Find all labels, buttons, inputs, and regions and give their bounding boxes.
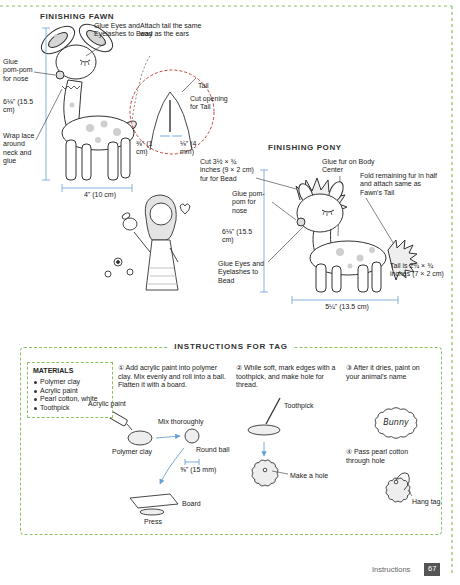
page-frame xyxy=(0,6,452,575)
part-label: Polymer clay xyxy=(112,448,152,456)
tag-steps-illustration xyxy=(104,398,412,515)
instruction-note: Glue Eyes and Eyelashes to Bead xyxy=(218,260,272,285)
tag-name: Bunny xyxy=(383,418,408,428)
dimension-label: 6⅛" (15.5 cm) xyxy=(222,228,262,245)
materials-item: Polymer clay xyxy=(33,378,107,387)
materials-item: Toothpick xyxy=(33,404,107,413)
hang-tag xyxy=(386,478,410,502)
page-section: Instructions xyxy=(372,566,410,575)
tag-outline xyxy=(373,406,419,440)
step-text: ④ Pass pearl cotton through hole xyxy=(346,448,430,465)
dimension-label: 6⅛" (15.5 cm) xyxy=(3,98,43,115)
part-label: Mix thoroughly xyxy=(158,418,204,426)
step-text: ③ After it dries, paint on your animal's… xyxy=(346,364,432,381)
instruction-note: Glue fur on Body Center xyxy=(322,158,376,175)
name-tag: Bunny xyxy=(373,406,419,440)
tag-scallop xyxy=(375,408,417,439)
materials-item: Acrylic paint xyxy=(33,387,107,396)
instruction-note: Fold remaining fur in half and attach sa… xyxy=(360,172,442,197)
part-label: Toothpick xyxy=(284,402,314,410)
part-label: Make a hole xyxy=(290,472,328,480)
dimension-label: ⅝" (15 mm) xyxy=(180,466,216,474)
instruction-note: Glue Eyes and Eyelashes to Bead xyxy=(94,22,156,39)
step-text: ① Add acrylic paint into polymer clay. M… xyxy=(118,364,230,390)
part-label: Board xyxy=(182,500,201,508)
pony-figure xyxy=(296,178,417,292)
dimension-lines xyxy=(42,28,398,304)
instruction-note: Wrap lace around neck and glue xyxy=(3,132,37,165)
clay-tag xyxy=(252,460,278,486)
girl-illustration xyxy=(105,195,190,290)
section-heading: FINISHING PONY xyxy=(268,143,342,152)
fawn-figure xyxy=(37,19,138,180)
part-label: Acrylic paint xyxy=(88,400,126,408)
dimension-label: ⅜" (1 cm) xyxy=(136,140,166,157)
instruction-note: Glue pom-pom for nose xyxy=(232,190,272,215)
part-label: Press xyxy=(144,518,162,526)
panel-heading: INSTRUCTIONS FOR TAG xyxy=(168,342,294,352)
instruction-note: Cut opening for Tail xyxy=(190,95,234,112)
dimension-label: 4" (10 cm) xyxy=(80,191,120,199)
part-label: Hang tag xyxy=(412,498,440,506)
part-label: Tail xyxy=(198,82,209,90)
materials-box: MATERIALS Polymer clayAcrylic paintPearl … xyxy=(27,362,113,418)
leader-lines xyxy=(34,44,405,262)
instruction-note: Glue pom-pom for nose xyxy=(3,58,35,83)
materials-heading: MATERIALS xyxy=(33,367,107,376)
materials-item: Pearl cotton, white xyxy=(33,395,107,404)
step-text: ② While soft, mark edges with a toothpic… xyxy=(236,364,336,390)
section-heading: FINISHING FAWN xyxy=(40,12,114,21)
tag-panel: INSTRUCTIONS FOR TAGMATERIALSPolymer cla… xyxy=(20,347,442,535)
dimension-label: 5¼" (13.5 cm) xyxy=(322,303,372,311)
instruction-note: Cut 3½ × ¾ inches (9 × 2 cm) fur for Bea… xyxy=(200,158,258,183)
part-label: Round ball xyxy=(196,446,229,454)
dimension-label: Tail is 2¾ × ¾ inches (7 × 2 cm) xyxy=(390,262,446,279)
tail-detail xyxy=(130,70,214,154)
page-number: 67 xyxy=(424,563,440,576)
dimension-label: ⅛" (4 mm) xyxy=(180,140,210,157)
instruction-note: Attach tail the same way as the ears xyxy=(140,22,214,39)
